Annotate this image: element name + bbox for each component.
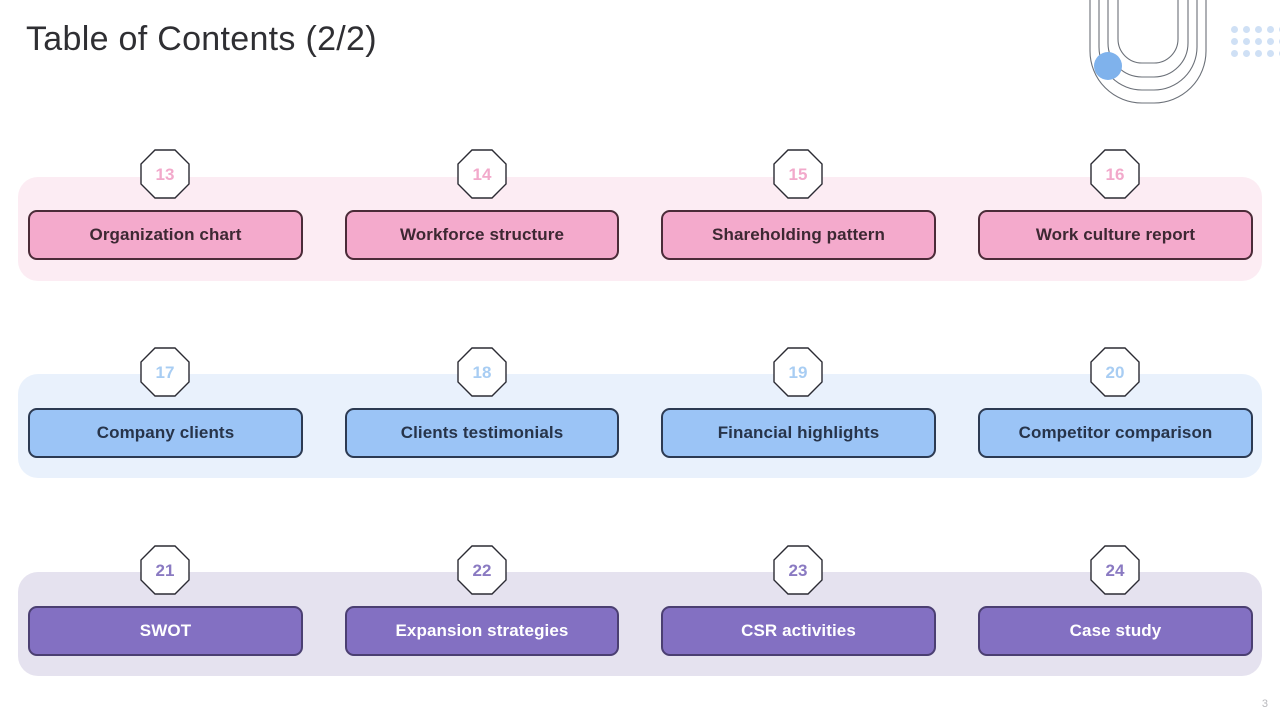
toc-item-button[interactable]: CSR activities <box>661 606 936 656</box>
toc-item-number: 14 <box>472 164 492 184</box>
toc-item-number: 20 <box>1105 362 1125 382</box>
toc-item-number: 15 <box>788 164 808 184</box>
toc-item-number-badge: 22 <box>457 545 507 595</box>
toc-item-label: Work culture report <box>1035 225 1196 244</box>
octagon-icon <box>457 347 507 397</box>
decorative-dot <box>1231 26 1238 33</box>
toc-item-button[interactable]: Work culture report <box>978 210 1253 260</box>
decorative-dot <box>1267 26 1274 33</box>
toc-item-label: Shareholding pattern <box>712 225 885 244</box>
decorative-dot <box>1231 38 1238 45</box>
toc-item-button[interactable]: Shareholding pattern <box>661 210 936 260</box>
toc-item-number-badge: 23 <box>773 545 823 595</box>
toc-item-label: SWOT <box>139 621 192 640</box>
toc-item-button[interactable]: Workforce structure <box>345 210 619 260</box>
toc-item-label: Competitor comparison <box>1018 423 1213 442</box>
decorative-dot <box>1243 38 1250 45</box>
toc-item-number: 18 <box>472 362 492 382</box>
toc-item-number-badge: 24 <box>1090 545 1140 595</box>
octagon-icon <box>773 149 823 199</box>
octagon-icon <box>457 149 507 199</box>
octagon-icon <box>773 347 823 397</box>
decorative-dot <box>1267 38 1274 45</box>
octagon-icon <box>773 545 823 595</box>
toc-item-number: 24 <box>1105 560 1125 580</box>
toc-item-number-badge: 16 <box>1090 149 1140 199</box>
octagon-icon <box>1090 545 1140 595</box>
toc-item-label: CSR activities <box>741 621 856 640</box>
toc-item-button[interactable]: Company clients <box>28 408 303 458</box>
octagon-icon <box>1090 149 1140 199</box>
toc-item-label: Financial highlights <box>717 423 880 442</box>
toc-item-number-badge: 21 <box>140 545 190 595</box>
toc-item-number: 17 <box>155 362 175 382</box>
octagon-icon <box>1090 347 1140 397</box>
octagon-icon <box>140 545 190 595</box>
decorative-dot <box>1255 50 1262 57</box>
toc-item-label: Workforce structure <box>399 225 565 244</box>
toc-item-number-badge: 20 <box>1090 347 1140 397</box>
decorative-dot <box>1267 50 1274 57</box>
decorative-dot <box>1255 38 1262 45</box>
toc-item-number: 19 <box>788 362 808 382</box>
toc-item-number: 21 <box>155 560 175 580</box>
toc-item-number-badge: 14 <box>457 149 507 199</box>
toc-item-number-badge: 17 <box>140 347 190 397</box>
octagon-icon <box>140 149 190 199</box>
toc-item-label: Organization chart <box>89 225 242 244</box>
toc-item-button[interactable]: Organization chart <box>28 210 303 260</box>
octagon-icon <box>140 347 190 397</box>
toc-item-number: 23 <box>788 560 808 580</box>
decorative-dot <box>1243 50 1250 57</box>
octagon-icon <box>457 545 507 595</box>
toc-item-label: Case study <box>1069 621 1162 640</box>
dot-grid-icon <box>1231 26 1280 60</box>
page-title: Table of Contents (2/2) <box>26 20 377 58</box>
toc-item-label: Company clients <box>96 423 235 442</box>
toc-item-button[interactable]: Case study <box>978 606 1253 656</box>
toc-item-label: Expansion strategies <box>395 621 569 640</box>
decorative-dot <box>1231 50 1238 57</box>
toc-item-number-badge: 19 <box>773 347 823 397</box>
toc-item-button[interactable]: Competitor comparison <box>978 408 1253 458</box>
toc-item-number-badge: 18 <box>457 347 507 397</box>
toc-item-button[interactable]: Clients testimonials <box>345 408 619 458</box>
page-number: 3 <box>1261 698 1268 710</box>
toc-item-label: Clients testimonials <box>400 423 564 442</box>
decorative-dot <box>1243 26 1250 33</box>
blue-circle-icon <box>1094 52 1122 80</box>
toc-item-button[interactable]: SWOT <box>28 606 303 656</box>
toc-item-number: 16 <box>1105 164 1125 184</box>
toc-item-number-badge: 13 <box>140 149 190 199</box>
toc-item-button[interactable]: Expansion strategies <box>345 606 619 656</box>
toc-item-button[interactable]: Financial highlights <box>661 408 936 458</box>
toc-item-number: 13 <box>155 164 175 184</box>
toc-item-number-badge: 15 <box>773 149 823 199</box>
toc-item-number: 22 <box>472 560 492 580</box>
decorative-dot <box>1255 26 1262 33</box>
